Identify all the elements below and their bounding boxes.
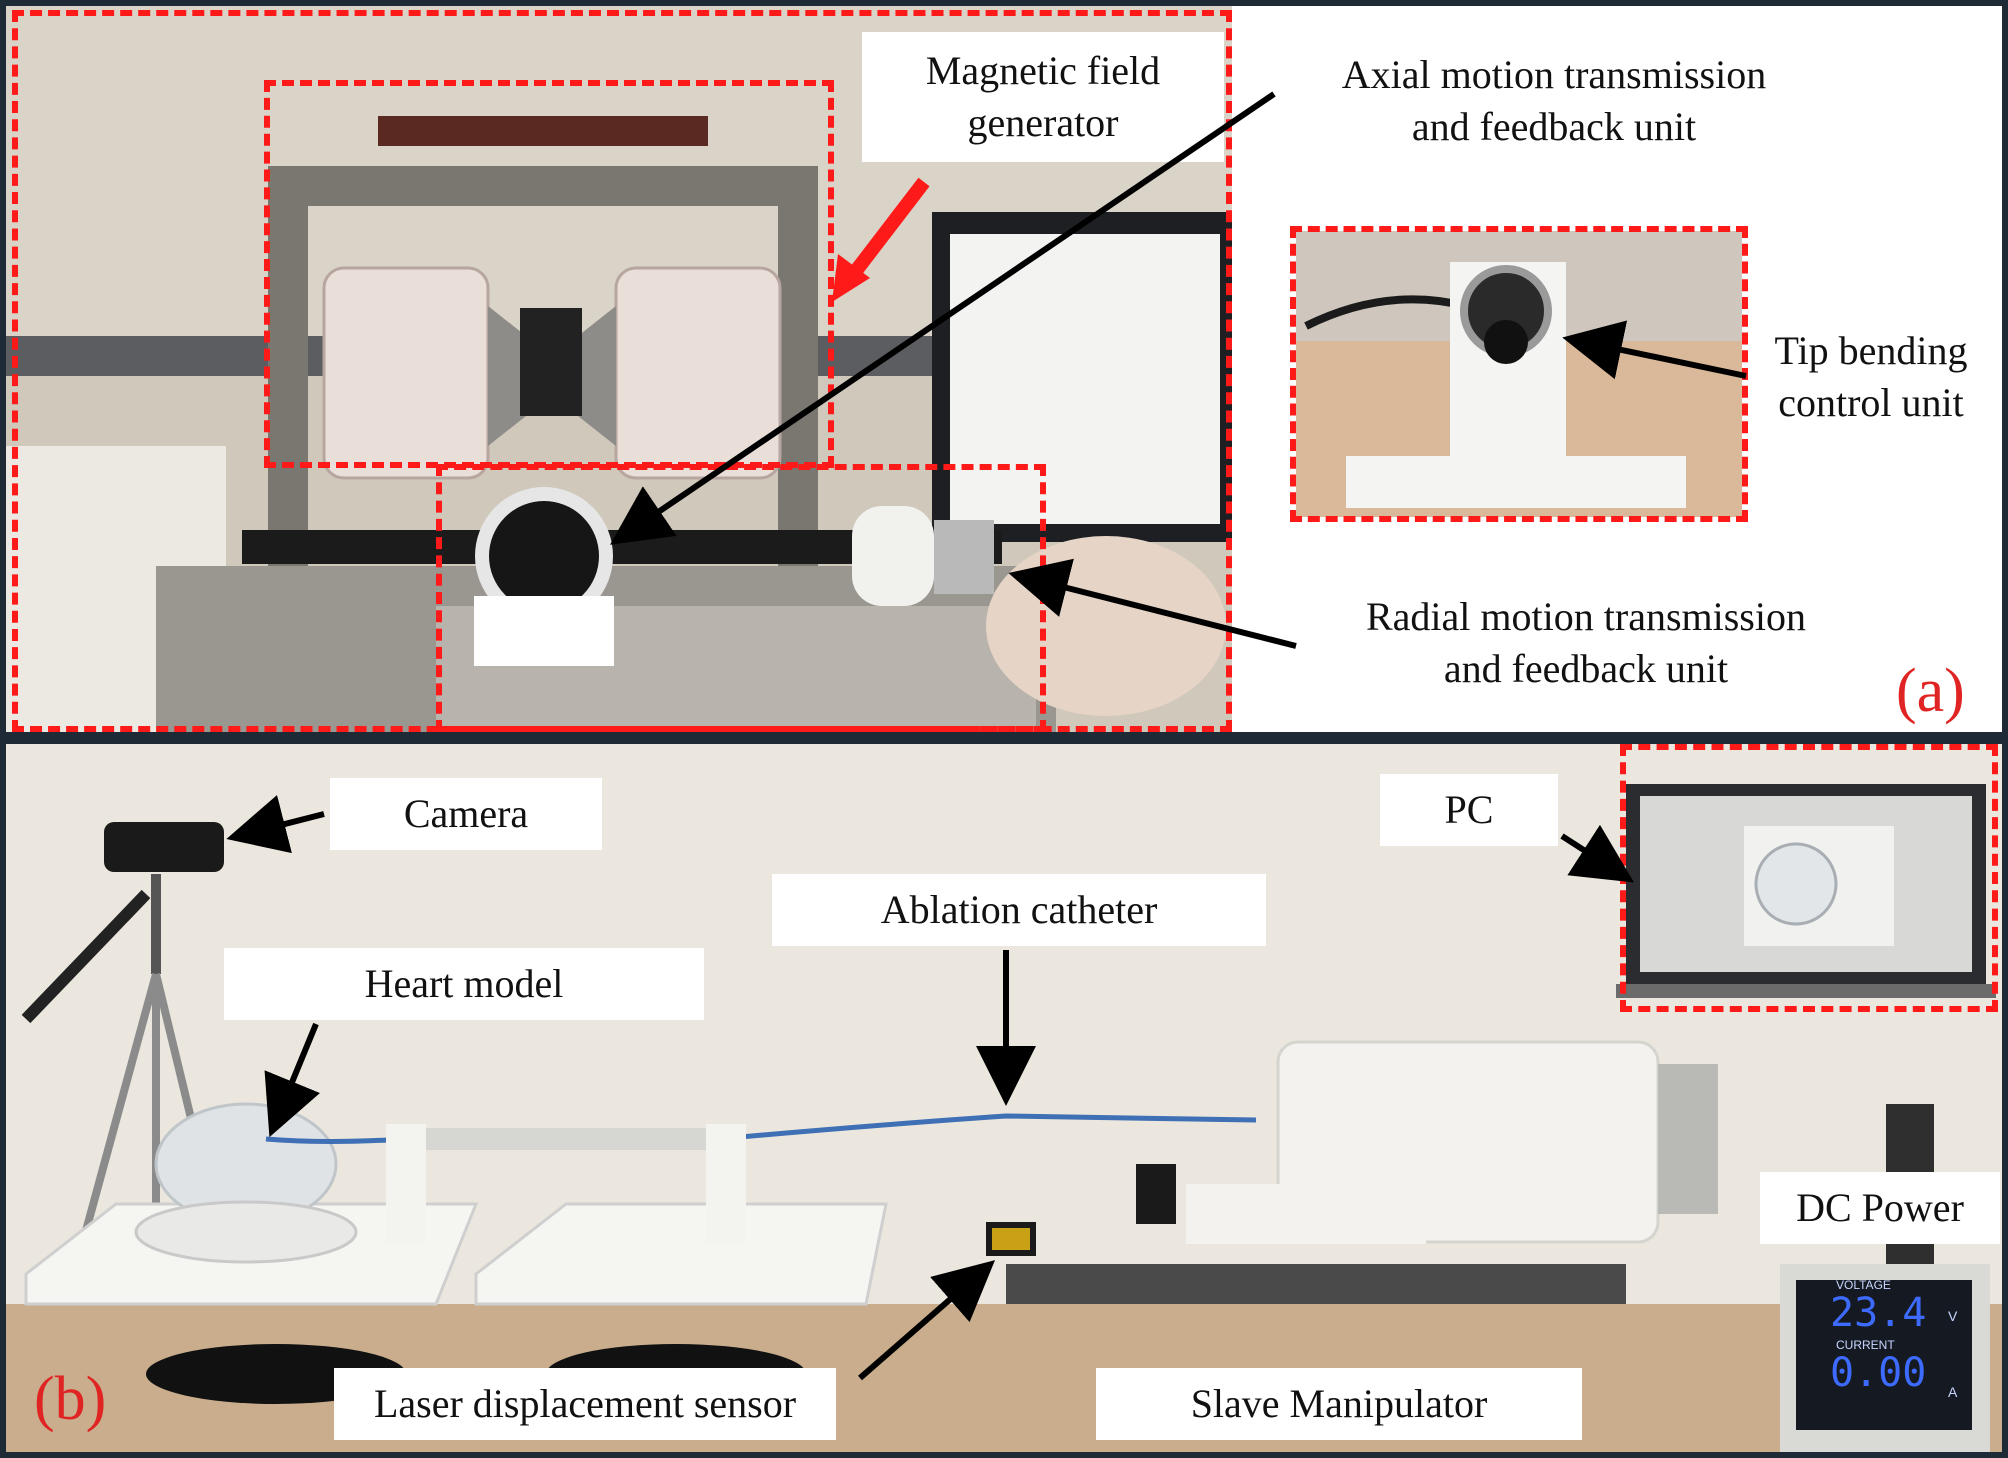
label-tip-unit: Tip bending control unit	[1754, 322, 1988, 432]
arrow-laser-sensor	[858, 1260, 996, 1381]
arrow-axial	[610, 91, 1276, 545]
label-magnetic-field-generator-line1: Magnetic field	[925, 48, 1161, 93]
panel-a-photo	[6, 6, 2002, 732]
label-tip-unit-line1: Tip bending	[1774, 328, 1968, 373]
red-arrow-magnet-head	[832, 254, 870, 302]
label-radial-unit-line1: Radial motion transmission	[1366, 594, 1806, 639]
dc-voltage-unit: V	[1948, 1308, 1958, 1324]
dc-current-unit: A	[1948, 1384, 1958, 1400]
label-magnetic-field-generator-line2: generator	[967, 100, 1119, 145]
label-pc: PC	[1380, 774, 1558, 846]
arrow-heart-model	[264, 1022, 321, 1138]
label-heart-model: Heart model	[224, 948, 704, 1020]
panel-b-arrows	[226, 795, 1635, 1381]
arrow-radial	[1008, 558, 1297, 649]
label-radial-unit-line2: and feedback unit	[1443, 646, 1729, 691]
label-ablation-catheter: Ablation catheter	[772, 874, 1266, 946]
panel-divider	[0, 732, 2008, 744]
dc-current-label: CURRENT	[1836, 1338, 1895, 1352]
panel-a-outer-box	[12, 10, 1232, 732]
tip-inset-photo	[1296, 231, 1742, 517]
panel-a: Magnetic field generator Axial motion tr…	[6, 6, 2002, 732]
label-laser-sensor: Laser displacement sensor	[334, 1368, 836, 1440]
panel-a-arrows	[610, 91, 1747, 649]
panel-a-letter: (a)	[1896, 657, 1965, 725]
label-axial-unit-line2: and feedback unit	[1411, 104, 1697, 149]
label-camera: Camera	[330, 778, 602, 850]
arrow-camera	[226, 795, 325, 854]
panel-b: VOLTAGE 23.4 V CURRENT 0.00 A Camera PC …	[6, 744, 2002, 1452]
label-slave-manipulator: Slave Manipulator	[1096, 1368, 1582, 1440]
arrow-tip	[1562, 320, 1747, 380]
dc-current-value: 0.00	[1830, 1350, 1927, 1396]
label-magnetic-field-generator: Magnetic field generator	[862, 32, 1224, 162]
label-dc-power: DC Power	[1760, 1172, 2000, 1244]
label-radial-unit: Radial motion transmission and feedback …	[1306, 588, 1866, 698]
dc-voltage-label: VOLTAGE	[1836, 1278, 1891, 1292]
label-tip-unit-line2: control unit	[1778, 380, 1964, 425]
red-arrow-magnet	[846, 177, 930, 281]
panel-b-letter: (b)	[34, 1365, 107, 1433]
label-axial-unit-line1: Axial motion transmission	[1341, 52, 1767, 97]
label-axial-unit: Axial motion transmission and feedback u…	[1274, 46, 1834, 156]
dc-voltage-value: 23.4	[1830, 1290, 1927, 1336]
arrow-pc	[1560, 824, 1635, 883]
